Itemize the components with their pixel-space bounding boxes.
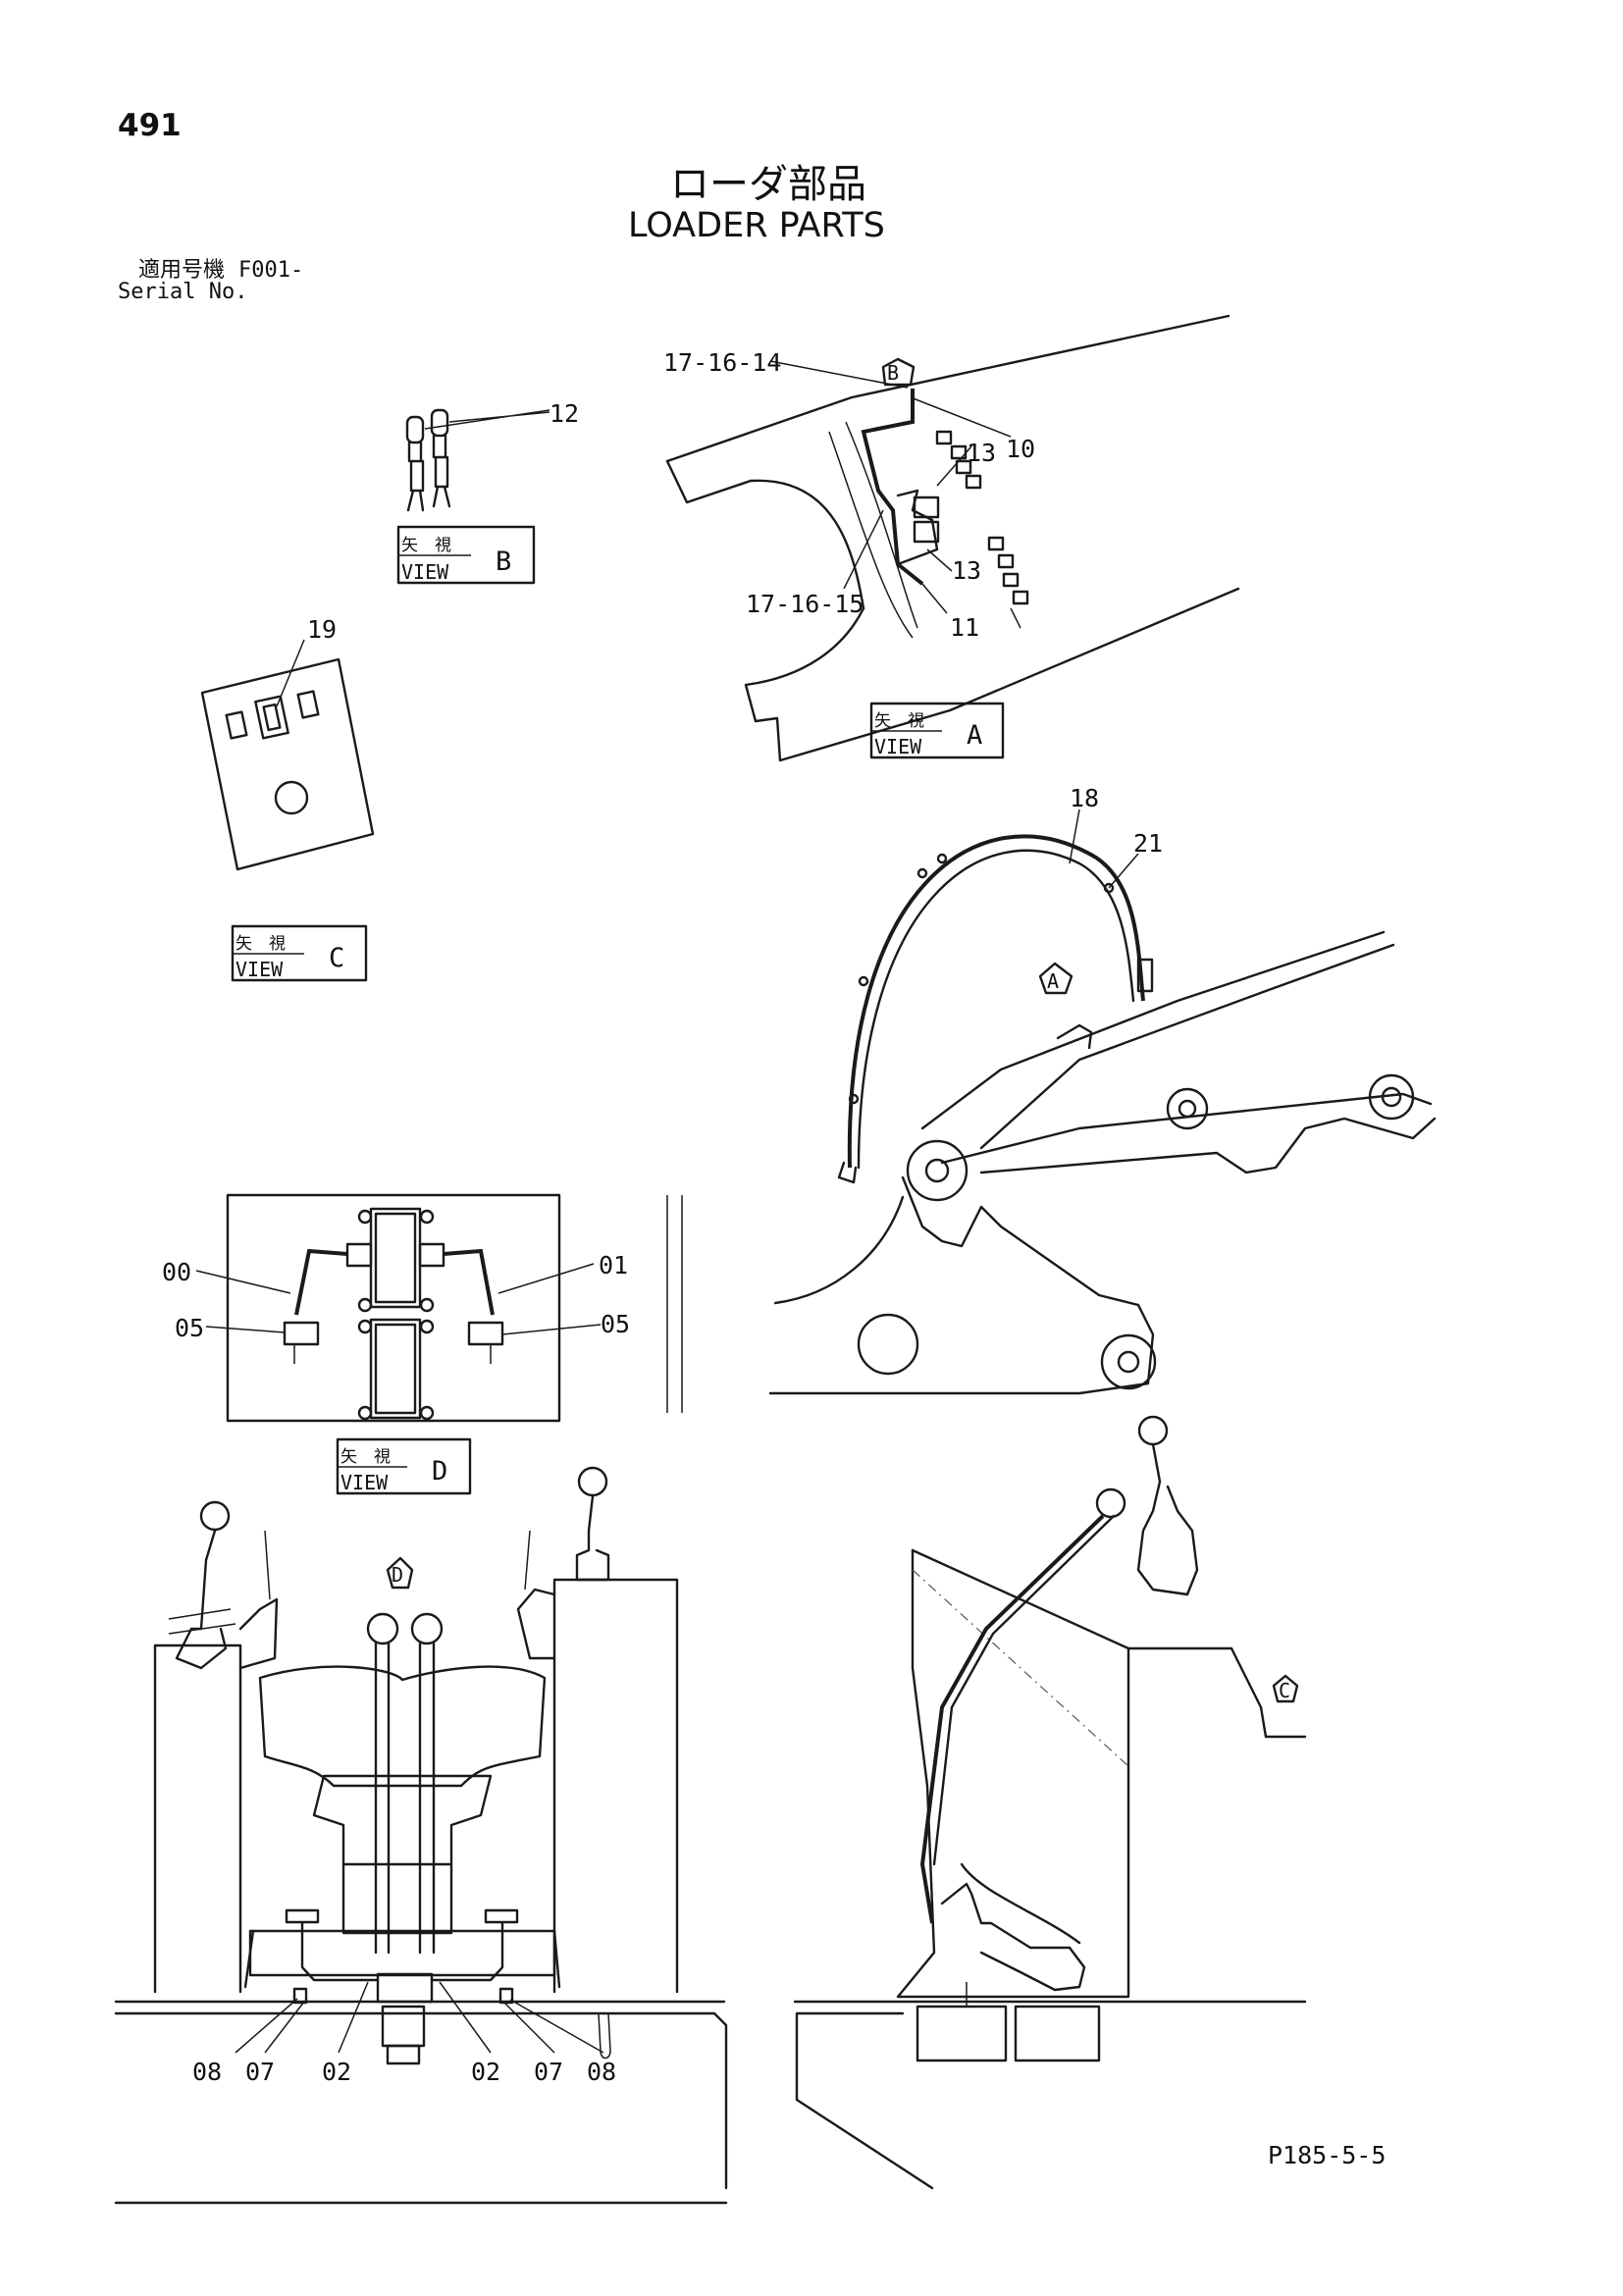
view-b-tag-en: VIEW (401, 560, 449, 584)
callout-17-16-14: 17-16-14 (663, 348, 781, 377)
view-d-letter: D (432, 1456, 447, 1487)
callout-21: 21 (1133, 829, 1163, 858)
callout-12: 12 (550, 399, 579, 428)
callout-18: 18 (1070, 784, 1099, 812)
seat-marker-d: D (392, 1563, 403, 1587)
view-b-tag-jp: 矢 視 (401, 536, 451, 555)
view-a-marker-b: B (887, 361, 899, 385)
callout-00: 00 (162, 1258, 191, 1286)
view-d-tag: 矢 視 VIEW D (336, 1437, 472, 1495)
view-c-tag-jp: 矢 視 (236, 934, 286, 954)
serial-label-en: Serial No. (118, 280, 248, 304)
page-number: 491 (118, 108, 182, 143)
loader-arm-drawing: A 18 21 (768, 784, 1437, 1395)
serial-line-jp: 適用号機 F001- (138, 252, 303, 284)
callout-17-16-15: 17-16-15 (746, 590, 864, 618)
callout-07-left: 07 (245, 2058, 275, 2086)
arm-marker-a: A (1047, 969, 1059, 993)
view-b-connector-drawing: 12 (405, 399, 579, 512)
callout-05-left: 05 (175, 1314, 204, 1342)
serial-label-jp: 適用号機 (138, 258, 226, 283)
callout-13-lower: 13 (952, 556, 981, 585)
callout-07-right: 07 (534, 2058, 563, 2086)
callout-13-upper: 13 (967, 439, 996, 467)
callout-08-right: 08 (587, 2058, 616, 2086)
callout-02-left: 02 (322, 2058, 351, 2086)
view-d-drawing: 00 01 05 05 (162, 1193, 683, 1423)
view-a-tag-en: VIEW (874, 735, 922, 758)
title-english: LOADER PARTS (628, 206, 885, 245)
view-a-tag-jp: 矢 視 (874, 711, 924, 731)
view-d-tag-en: VIEW (340, 1471, 389, 1494)
callout-10: 10 (1006, 435, 1035, 463)
view-a-tag: 矢 視 VIEW A (869, 702, 1005, 759)
view-a-letter: A (967, 720, 982, 751)
seat-side-drawing: C (793, 1415, 1307, 2190)
callout-05-right: 05 (601, 1310, 630, 1338)
callout-01: 01 (599, 1251, 628, 1279)
view-b-letter: B (496, 547, 511, 577)
view-b-tag: 矢 視 VIEW B (396, 525, 536, 585)
callout-11: 11 (950, 613, 979, 642)
callout-02-right: 02 (471, 2058, 500, 2086)
callout-19: 19 (307, 615, 337, 644)
view-c-tag: 矢 視 VIEW C (231, 924, 368, 982)
view-d-tag-jp: 矢 視 (340, 1447, 391, 1467)
side-marker-c: C (1279, 1679, 1290, 1702)
title-japanese: ローダ部品 (670, 162, 866, 207)
footer-code: P185-5-5 (1268, 2141, 1387, 2169)
callout-08-left: 08 (192, 2058, 222, 2086)
seat-front-drawing: D 08 07 02 02 07 08 (114, 1466, 728, 2205)
serial-value: F001- (238, 258, 304, 283)
view-c-tag-en: VIEW (236, 958, 284, 981)
view-c-letter: C (329, 943, 344, 973)
view-a-arm-drawing: B 17-16-14 13 10 13 17-16-15 11 (663, 314, 1240, 762)
view-c-panel-drawing: 19 (200, 615, 375, 871)
